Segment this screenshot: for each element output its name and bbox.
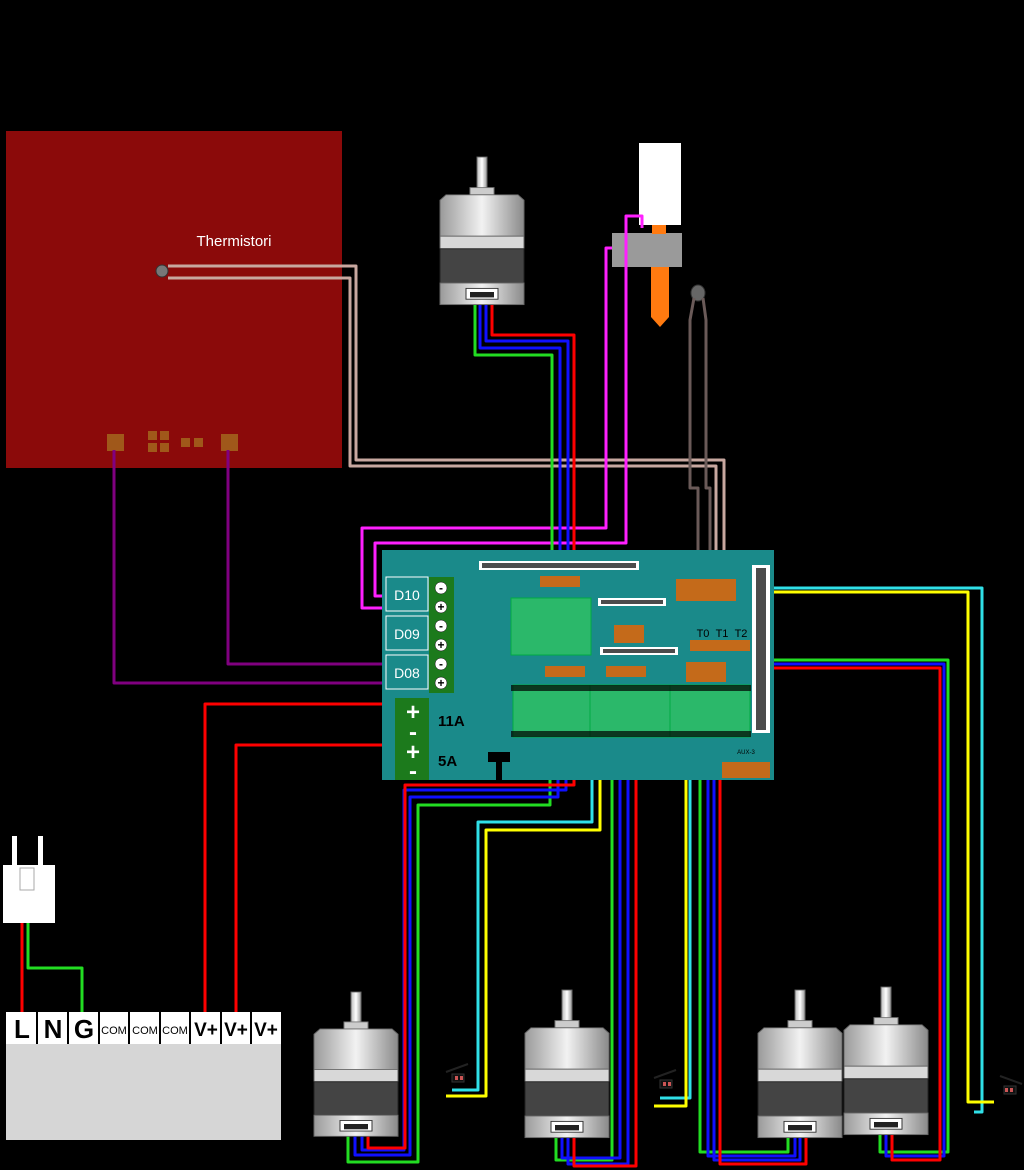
svg-text:+: + [437,638,444,652]
psu-terminal-l: L [14,1014,30,1044]
psu-terminal-com-2: COM [132,1025,158,1037]
stepper-motor-x [313,991,399,1137]
thermistor-t1-label: T1 [716,628,729,640]
psu-terminal-vplus-2: V+ [224,1020,248,1041]
svg-text:-: - [439,657,443,671]
power-minus-11a: - [409,719,417,746]
thermistor-label: Thermistori [196,233,271,250]
mosfet-d09-label: D09 [394,626,420,642]
stepper-motor-icon [313,991,399,1137]
power-plus-11a: + [406,699,420,726]
stepper-motor-icon [439,156,525,306]
svg-text:+: + [437,676,444,690]
power-plus-5a: + [406,739,420,766]
stepper-motor-y [524,989,610,1139]
power-minus-5a: - [409,758,417,785]
stepper-motor-icon [757,989,843,1139]
svg-text:-: - [439,619,443,633]
hotend [612,143,706,327]
power-supply: L N G COM COM COM V+ V+ V+ [6,1012,281,1140]
control-board: D10 D09 D08 -+ -+ -+ + - + - 11A [382,550,774,785]
heatbed: Thermistori [6,131,342,468]
psu-terminal-n: N [44,1014,63,1044]
psu-terminal-com-1: COM [101,1025,127,1037]
bed-power-pads [107,431,238,452]
bed-thermistor-icon [155,264,169,278]
psu-terminal-labels: L N G COM COM COM V+ V+ V+ [14,1014,278,1044]
endstop-switch-icon [445,1063,469,1083]
power-input-terminal: + - + - [395,698,429,785]
thermistor-t2-label: T2 [735,628,748,640]
psu-terminal-g: G [74,1014,94,1044]
stepper-motor-e1 [843,986,929,1136]
stepper-motor-e0 [757,989,843,1139]
power-5a-label: 5A [438,753,457,770]
aux3-label: AUX-3 [737,750,755,756]
endstop-switch-icon [999,1075,1023,1095]
mosfet-labels: D10 D09 D08 [385,576,429,690]
psu-terminal-com-3: COM [162,1025,188,1037]
stepper-motor-icon [524,989,610,1139]
psu-terminal-vplus-3: V+ [254,1020,278,1041]
psu-terminal-vplus-1: V+ [194,1020,218,1041]
thermistor-t0-label: T0 [697,628,710,640]
mosfet-d10-label: D10 [394,587,420,603]
power-11a-label: 11A [438,713,465,730]
power-plug-icon [3,836,55,923]
stepper-motor-icon [843,986,929,1136]
svg-text:-: - [439,581,443,595]
stepper-motor-z [439,156,525,306]
mosfet-d08-label: D08 [394,665,420,681]
endstop-switch-icon [653,1069,677,1089]
hotend-thermistor-icon [690,284,706,302]
mosfet-output-terminal: - + - + - + [429,577,454,693]
svg-text:+: + [437,600,444,614]
